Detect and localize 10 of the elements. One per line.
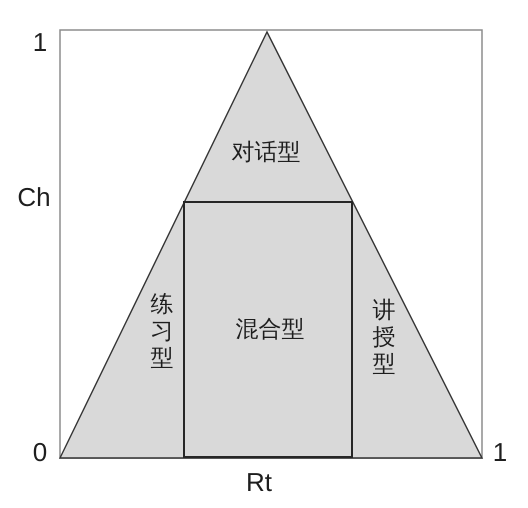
axis-tick-label: 1 [32,29,48,55]
inner-rectangle [183,201,353,458]
region-label: 对话型 [232,142,300,164]
region-label: 讲授型 [372,298,396,378]
axis-tick-label: 1 [492,439,508,465]
region-label: 练习型 [150,292,174,372]
region-label: 混合型 [236,318,304,342]
axis-label: Rt [246,469,272,495]
axis-tick-label: 0 [32,439,48,465]
axis-label: Ch [17,184,51,210]
